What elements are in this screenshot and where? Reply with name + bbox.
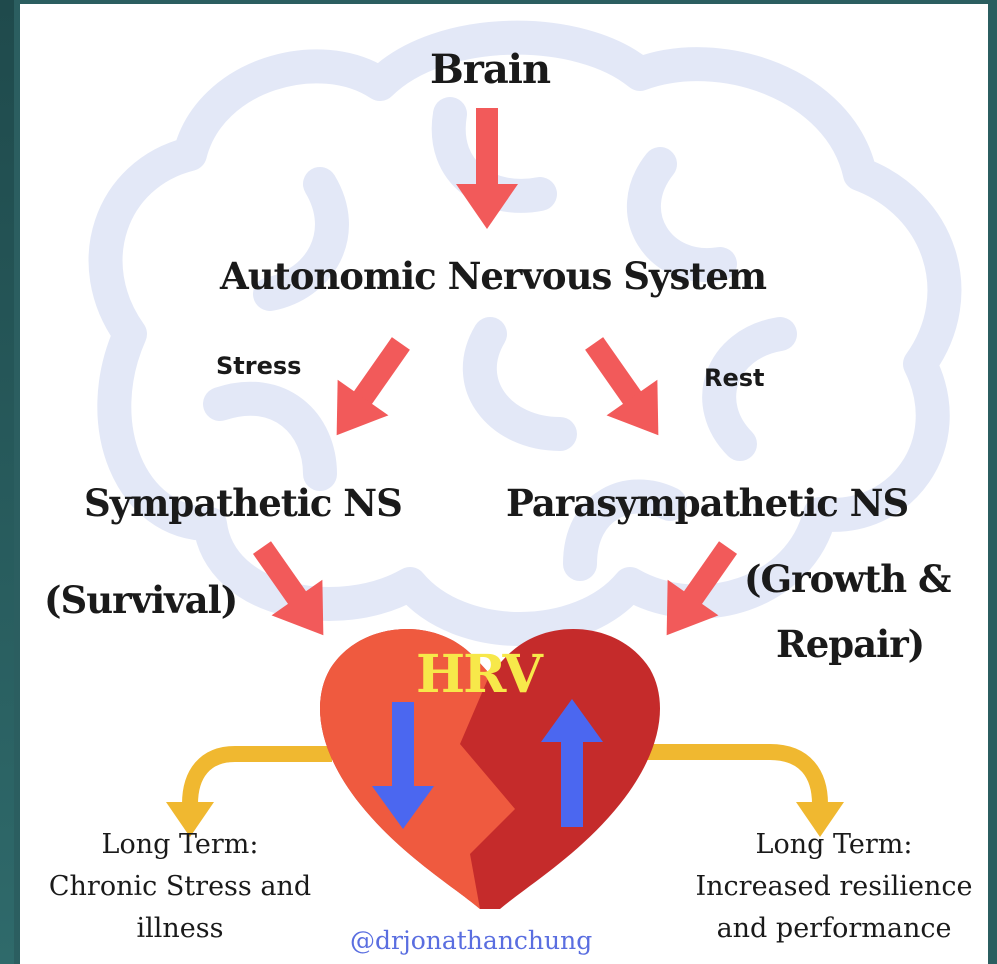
hrv-label: HRV [416, 644, 541, 705]
node-brain: Brain [430, 46, 550, 93]
label-growth-line1: (Growth & [744, 557, 950, 601]
node-parasympathetic: Parasympathetic NS [506, 481, 908, 525]
outcome-right-line3: and performance [680, 908, 988, 950]
outcome-left-line2: Chronic Stress and [30, 866, 330, 908]
outcome-arrow-left [190, 754, 332, 804]
arrow-rest [569, 326, 684, 453]
brain-outline-icon [106, 38, 945, 629]
outcome-right-line2: Increased resilience [680, 866, 988, 908]
outcome-left-line3: illness [30, 908, 330, 950]
outcome-right: Long Term: Increased resilience and perf… [680, 824, 988, 950]
outcome-arrow-right [645, 752, 820, 804]
label-survival: (Survival) [44, 578, 237, 622]
node-sympathetic: Sympathetic NS [84, 481, 402, 525]
outcome-left: Long Term: Chronic Stress and illness [30, 824, 330, 950]
slide-edge-stripe [0, 0, 14, 964]
outcome-right-line1: Long Term: [680, 824, 988, 866]
node-autonomic-nervous-system: Autonomic Nervous System [220, 254, 766, 298]
label-growth-line2: Repair) [776, 622, 924, 666]
author-handle: @drjonathanchung [350, 926, 592, 955]
infographic-card: Brain Autonomic Nervous System Stress Re… [20, 4, 988, 964]
outcome-left-line1: Long Term: [30, 824, 330, 866]
label-stress: Stress [216, 352, 301, 380]
label-rest: Rest [704, 364, 765, 392]
